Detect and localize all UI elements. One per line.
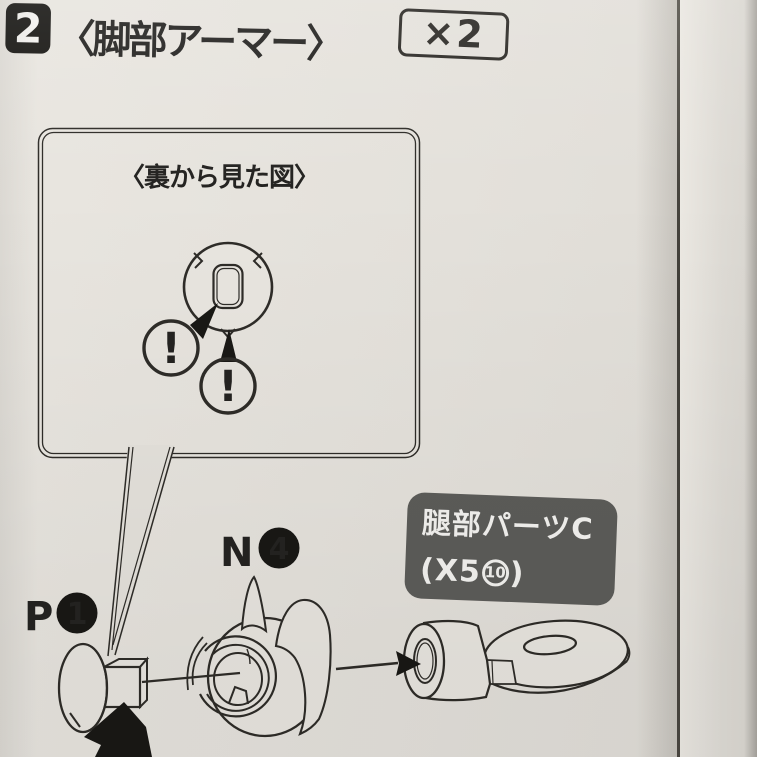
thigh-part-label-line1: 腿部パーツC <box>421 505 595 547</box>
part-n4-drawing <box>141 575 332 738</box>
part-number-p1: 1 <box>67 597 88 632</box>
socket-rim-arc-2 <box>186 636 204 691</box>
ring-disc-right-cap <box>626 646 631 662</box>
callout-tail-left <box>107 446 130 657</box>
junction-tab-line <box>491 660 494 685</box>
part-label-p1: P 1 <box>24 592 98 640</box>
ring-disc-thickness <box>488 660 628 694</box>
callout-outer-border <box>37 127 421 459</box>
label-line2-prefix: (X5 <box>419 552 482 590</box>
callout-title: 〈裏から見た図〉 <box>119 162 319 193</box>
label-line2-suffix: ) <box>509 555 526 592</box>
part-letter-p: P <box>24 594 53 640</box>
warning-icon: ! <box>218 362 238 412</box>
callout-tail-right-inner <box>112 446 171 646</box>
back-view-diagram <box>182 241 274 339</box>
part-p1-drawing <box>57 642 150 734</box>
assembly-axis-line <box>141 671 241 684</box>
center-slot-inner <box>216 267 240 306</box>
insert-arrow-right <box>335 651 421 676</box>
warning-icon: ! <box>161 324 181 374</box>
part-letter-n: N <box>220 530 253 576</box>
warning-circle-1 <box>142 319 200 377</box>
socket-wall-line <box>246 648 251 665</box>
part-number-n4: 4 <box>269 532 290 567</box>
thigh-part-label: 腿部パーツC (X5 10 ) <box>404 492 618 606</box>
warning-bubble-1: ! <box>142 303 218 377</box>
page-fold-line <box>677 0 680 757</box>
callout-tail-right <box>114 446 175 656</box>
disc-gate-mark <box>69 712 81 728</box>
disc-rim <box>87 644 108 732</box>
part-number-badge-n4 <box>258 527 300 569</box>
callout-tail-left-inner <box>111 446 134 651</box>
socket-rim-arc-1 <box>191 642 208 686</box>
insert-arrow-shaft <box>335 661 399 671</box>
adjacent-page-edge <box>680 0 757 757</box>
warning-bubble-2: ! <box>199 329 257 415</box>
notch-top-right <box>252 252 263 269</box>
circled-10-icon: 10 <box>481 558 510 587</box>
insert-arrowhead-icon <box>396 651 421 676</box>
center-slot-outer <box>212 263 244 310</box>
cylinder-hole-inner <box>416 642 434 680</box>
junction-tab <box>486 659 518 685</box>
warning-circle-2 <box>199 357 257 415</box>
socket-outer-arc <box>199 635 278 718</box>
socket-inner-ring <box>213 652 263 706</box>
part-c-drawing <box>402 619 631 702</box>
warning-pointer-2 <box>220 329 237 362</box>
part-back-circle <box>182 241 274 333</box>
socket-key-notch <box>228 685 249 705</box>
peg-front-face <box>102 665 142 709</box>
notch-top-left <box>193 252 204 269</box>
ring-hole <box>522 634 578 656</box>
part-label-n4: N 4 <box>220 527 300 576</box>
insert-arrow-up-icon <box>84 702 152 757</box>
part-number-badge-p1 <box>56 592 98 634</box>
side-fin <box>274 598 332 736</box>
callout-inner-border <box>41 131 417 455</box>
page-right-edge-shadow <box>744 0 757 757</box>
socket-mid-arc <box>206 643 270 712</box>
thigh-part-label-line2: (X5 10 ) <box>419 547 616 599</box>
back-view-callout-box: 〈裏から見た図〉 <box>37 127 421 657</box>
warning-pointer-1 <box>190 303 218 339</box>
page-fold-shadow <box>636 0 677 757</box>
top-fin <box>240 575 268 634</box>
